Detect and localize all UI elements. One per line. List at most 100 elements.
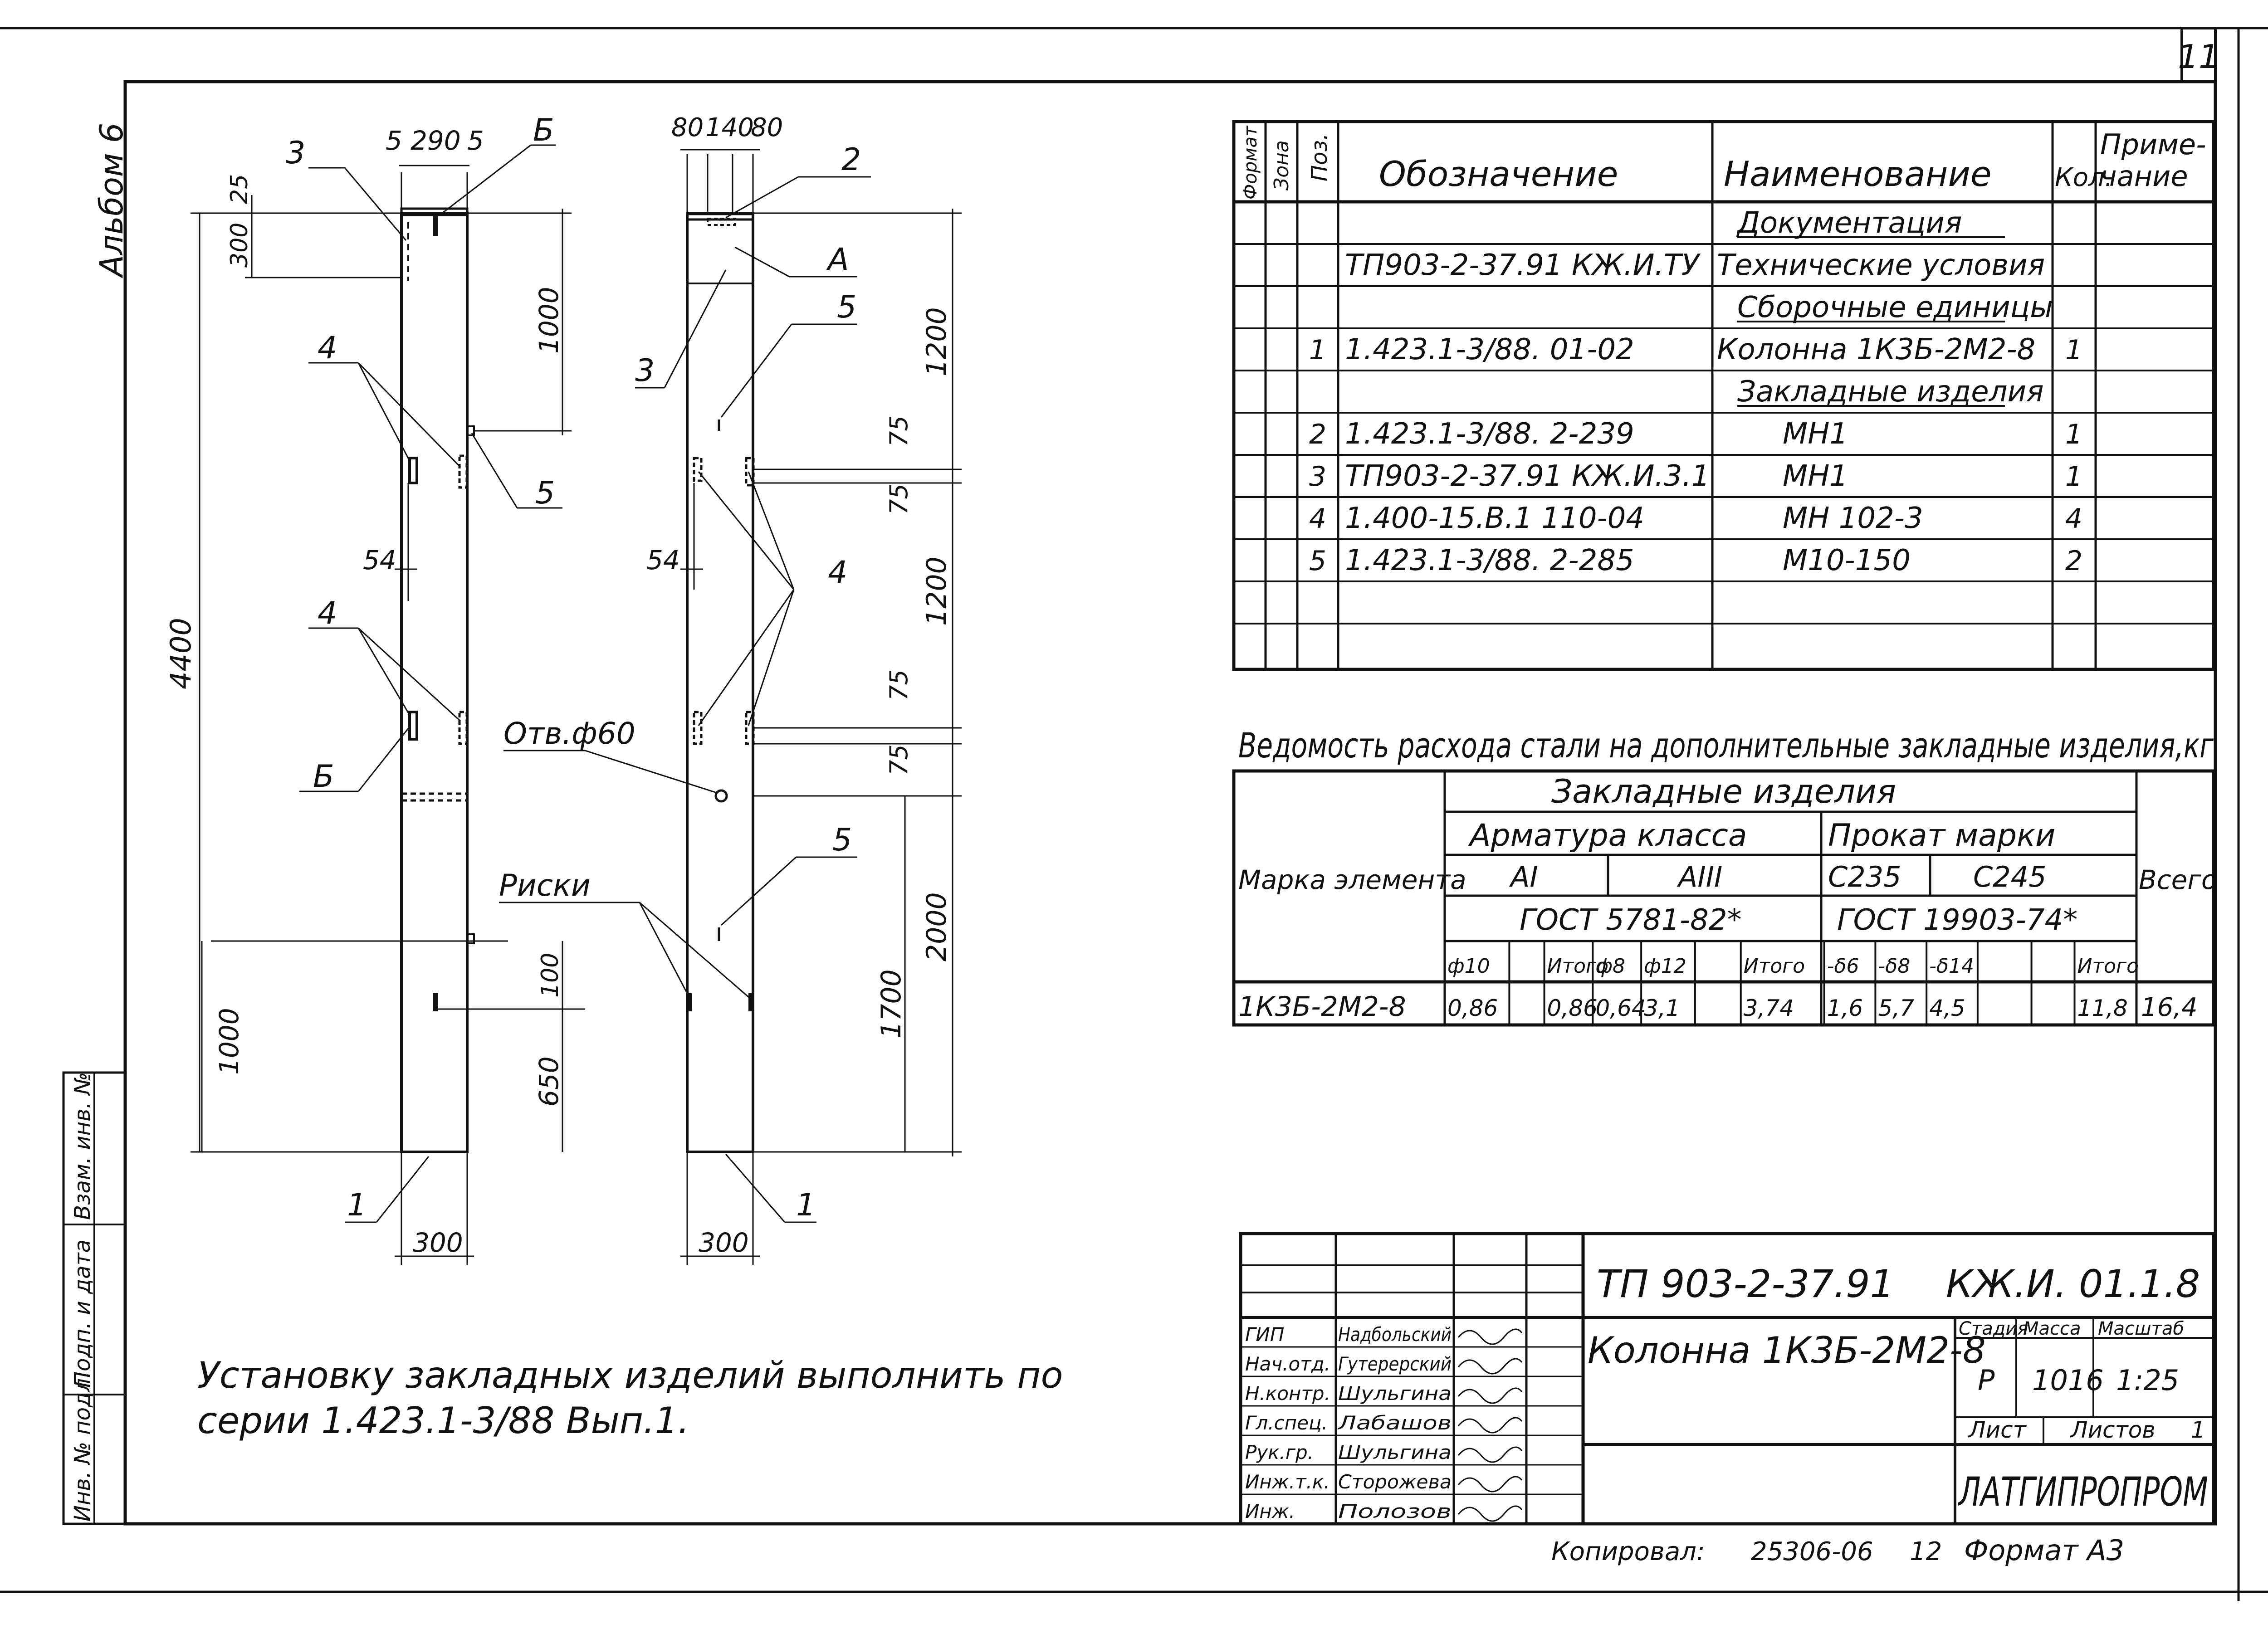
marks-label: Риски (499, 868, 591, 903)
left-dim-1000-top: 1000 (533, 287, 564, 354)
right-column-view (686, 212, 755, 1153)
tb-mass-label: Масса (2023, 1318, 2081, 1339)
hole-label: Отв.ф60 (503, 716, 635, 751)
steel-row-value: 11,8 (2077, 995, 2128, 1021)
footer-format: Формат А3 (1964, 1534, 2124, 1567)
right-dimensions: 80 140 80 1200 75 75 1200 75 75 2000 170… (646, 113, 962, 1265)
right-dim-75c: 75 (885, 669, 913, 701)
right-dim-2000: 2000 (921, 892, 953, 961)
tb-person: Надбольский (1338, 1323, 1452, 1346)
steel-row-value: 3,1 (1644, 995, 1680, 1021)
left-dim-100: 100 (537, 953, 564, 998)
steel-subheader: Итого (2077, 955, 2139, 978)
spec-head-note-2: чание (2100, 160, 2188, 193)
spec-row-designation: 1.423.1-3/88. 01-02 (1345, 333, 1634, 366)
left-callout-b1: Б (533, 112, 554, 148)
tb-scale: 1:25 (2116, 1364, 2179, 1397)
right-dim-width: 300 (699, 1227, 749, 1258)
spec-head-pos: Поз. (1307, 133, 1332, 181)
tb-role: Инж. (1245, 1500, 1295, 1522)
steel-gost-rolled: ГОСТ 19903-74* (1837, 903, 2077, 937)
spec-head-designation: Обозначение (1379, 154, 1618, 194)
steel-row-value: 1,6 (1827, 995, 1863, 1021)
install-note-line1: Установку закладных изделий выполнить по (197, 1354, 1063, 1396)
steel-row-value: 5,7 (1878, 995, 1914, 1021)
steel-subheader: -δ8 (1878, 955, 1910, 978)
left-callout-1: 1 (347, 1187, 367, 1223)
tb-name: Колонна 1К3Б-2М2-8 (1588, 1329, 1986, 1371)
spec-table: Формат Зона Поз. Обозначение Наименовани… (1232, 120, 2215, 671)
spec-row-pos: 2 (1309, 419, 1326, 450)
steel-title: Ведомость расхода стали на дополнительны… (1238, 725, 2214, 766)
tb-sheets-label: Листов (2070, 1417, 2156, 1443)
left-dim-290: 290 (411, 125, 461, 156)
spec-row-name: МН 102-3 (1783, 502, 1923, 535)
right-dim-1200b: 1200 (921, 556, 953, 626)
steel-row-value: 0,86 (1547, 995, 1598, 1021)
spec-row-name: Закладные изделия (1737, 375, 2044, 409)
right-callout-5a: 5 (837, 289, 856, 325)
tb-role: Н.контр. (1245, 1382, 1330, 1405)
left-dim-650: 650 (533, 1056, 564, 1107)
steel-subheader: -δ6 (1827, 955, 1859, 978)
spec-row-pos: 4 (1309, 503, 1326, 535)
tb-role: Гл.спец. (1245, 1412, 1328, 1434)
tb-person: Шульгина (1338, 1382, 1452, 1405)
steel-subheader: ф12 (1644, 955, 1686, 978)
right-callout-3: 3 (635, 353, 655, 389)
footer-copied: Копировал: (1551, 1537, 1705, 1566)
left-dim-5a: 5 (386, 125, 402, 156)
left-dimensions: 5 290 5 4400 25 300 1000 54 1000 100 650… (164, 125, 585, 1265)
spec-head-name: Наименование (1724, 154, 1992, 194)
right-callout-a: А (826, 242, 849, 278)
tb-person: Гутерерский (1338, 1353, 1452, 1375)
left-callout-4a: 4 (318, 330, 337, 366)
spec-row-qty: 1 (2065, 419, 2082, 450)
steel-col-embedded: Закладные изделия (1551, 772, 1896, 810)
spec-head-format: Формат (1240, 125, 1261, 200)
tb-scale-label: Масштаб (2098, 1318, 2184, 1339)
steel-subheader: ф8 (1595, 955, 1625, 978)
spec-row-name: Документация (1736, 206, 1962, 240)
steel-subheader: -δ14 (1929, 955, 1974, 978)
spec-head-zone: Зона (1270, 140, 1293, 190)
right-callout-1: 1 (796, 1187, 816, 1223)
spec-row-name: Технические условия (1717, 249, 2045, 282)
steel-subheader: Итого (1547, 955, 1609, 978)
left-dim-25: 25 (226, 174, 253, 204)
stamp-inv: Инв. № подл. (70, 1371, 95, 1522)
tb-person: Лабашов (1337, 1412, 1452, 1434)
tb-stage: Р (1978, 1364, 1995, 1397)
stamp-replace: Взам. инв. № (70, 1072, 95, 1220)
left-dim-4400: 4400 (164, 618, 197, 689)
left-callout-b2: Б (313, 759, 334, 795)
spec-row-pos: 1 (1309, 334, 1326, 366)
steel-row-mark: 1К3Б-2М2-8 (1238, 991, 1406, 1023)
left-callout-5: 5 (535, 475, 555, 511)
tb-stage-label: Стадия (1959, 1318, 2028, 1339)
steel-row-value: 0,64 (1595, 995, 1646, 1021)
left-callouts: 3 Б 4 5 4 Б 1 (286, 112, 562, 1223)
footer-copy-num: 12 (1910, 1537, 1942, 1566)
right-dim-140: 140 (705, 113, 754, 142)
steel-class-a3: АIII (1677, 860, 1722, 893)
right-callouts: 2 А 3 5 4 5 1 Отв.ф60 Риски (499, 142, 871, 1223)
steel-row-value: 3,74 (1744, 995, 1794, 1021)
spec-row-pos: 5 (1309, 545, 1326, 577)
steel-table: ф100,86Итого0,86ф80,64ф123,1Итого3,74-δ6… (1232, 769, 2217, 1027)
spec-head-note-1: Приме- (2100, 128, 2206, 161)
steel-subcolumns: ф100,86Итого0,86ф80,64ф123,1Итого3,74-δ6… (1447, 941, 2139, 1025)
tb-sheet-label: Лист (1968, 1417, 2027, 1443)
tb-mass: 1016 (2032, 1364, 2104, 1397)
spec-head-qty: Кол. (2055, 163, 2113, 192)
steel-row-value: 4,5 (1929, 995, 1965, 1021)
right-dim-75d: 75 (885, 744, 913, 776)
left-column-view (400, 207, 475, 1153)
right-dim-54: 54 (646, 545, 680, 576)
right-dim-75b: 75 (885, 483, 913, 515)
spec-row-designation: ТП903-2-37.91 КЖ.И.3.1 (1345, 459, 1710, 493)
steel-subheader: ф10 (1447, 955, 1490, 978)
page-number: 11 (2178, 38, 2219, 76)
